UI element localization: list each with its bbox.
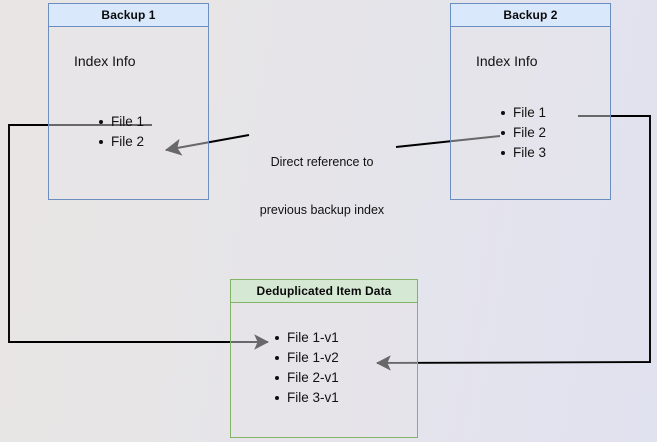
- backup-1-index-info-label: Index Info: [74, 53, 136, 69]
- node-backup-1-title: Backup 1: [48, 3, 209, 27]
- node-deduplicated-title: Deduplicated Item Data: [230, 279, 418, 303]
- node-deduplicated-item-data[interactable]: Deduplicated Item Data File 1-v1 File 1-…: [230, 279, 418, 438]
- list-item: File 2: [500, 123, 546, 143]
- edge-label-line-1: Direct reference to: [270, 155, 374, 169]
- backup-2-index-info-label: Index Info: [476, 53, 538, 69]
- list-item: File 2-v1: [274, 368, 339, 388]
- node-deduplicated-body: File 1-v1 File 1-v2 File 2-v1 File 3-v1: [230, 303, 418, 438]
- edge-label-line-2: previous backup index: [259, 203, 385, 217]
- backup-1-file-list: File 1 File 2: [98, 112, 144, 152]
- backup-2-file-list: File 1 File 2 File 3: [500, 103, 546, 163]
- node-backup-1-body: Index Info File 1 File 2: [48, 27, 209, 200]
- list-item: File 2: [98, 132, 144, 152]
- node-backup-1[interactable]: Backup 1 Index Info File 1 File 2: [48, 3, 209, 200]
- list-item: File 1: [98, 112, 144, 132]
- node-backup-2-title: Backup 2: [450, 3, 611, 27]
- node-backup-2[interactable]: Backup 2 Index Info File 1 File 2 File 3: [450, 3, 611, 200]
- list-item: File 3: [500, 143, 546, 163]
- list-item: File 1-v1: [274, 328, 339, 348]
- list-item: File 1-v2: [274, 348, 339, 368]
- deduplicated-file-list: File 1-v1 File 1-v2 File 2-v1 File 3-v1: [274, 328, 339, 408]
- list-item: File 3-v1: [274, 388, 339, 408]
- edge-label-direct-reference: Direct reference to previous backup inde…: [247, 122, 397, 250]
- list-item: File 1: [500, 103, 546, 123]
- node-backup-2-body: Index Info File 1 File 2 File 3: [450, 27, 611, 200]
